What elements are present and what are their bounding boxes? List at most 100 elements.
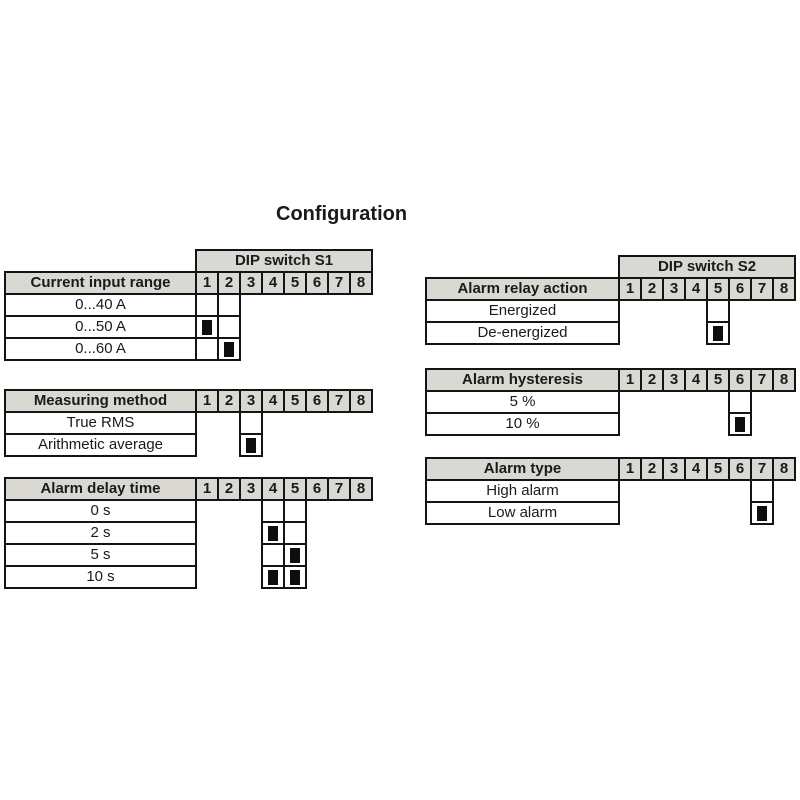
option-row: Low alarm [425,501,795,525]
switch-cell [261,521,285,545]
dip-column-number: 7 [750,368,774,392]
option-label: 0...60 A [4,337,197,361]
option-row: 2 s [4,521,372,545]
switch-cell [217,315,241,339]
dip-column-number: 4 [684,277,708,301]
switch-cell [195,293,219,317]
dip-column-number: 7 [750,277,774,301]
option-row: 10 s [4,565,372,589]
table-header: Alarm hysteresis [425,368,620,392]
switch-cell [261,499,285,523]
option-row: 10 % [425,412,795,436]
dip-column-number: 1 [618,277,642,301]
dip-column-number: 1 [195,477,219,501]
dip-column-number: 4 [684,368,708,392]
option-label: Arithmetic average [4,433,197,457]
dip-column-number: 4 [684,457,708,481]
switch-cell [283,543,307,567]
switch-cell [750,501,774,525]
dip-column-number: 2 [217,477,241,501]
column-header-row: Alarm relay action 1 2 3 4 5 6 7 8 [425,277,796,301]
switch-cell [728,412,752,436]
dip-column-number: 4 [261,271,285,295]
dip-column-number: 2 [217,271,241,295]
dip-column-number: 8 [349,389,373,413]
option-label: 10 s [4,565,197,589]
dip-switch-s2-header: DIP switch S2 [618,255,796,279]
dip-column-number: 8 [772,368,796,392]
switch-cell [283,565,307,589]
option-label: 0...50 A [4,315,197,339]
option-row: 0...40 A [4,293,372,317]
dip-column-number: 4 [261,389,285,413]
dip-column-number: 5 [706,277,730,301]
table-header: Alarm delay time [4,477,197,501]
option-row: 0 s [4,499,372,523]
dip-column-number: 3 [239,271,263,295]
dip-column-number: 5 [283,389,307,413]
switch-on-mark [202,319,212,335]
dip-column-number: 6 [728,457,752,481]
dip-column-number: 8 [772,457,796,481]
switch-cell [217,337,241,361]
dip-switch-s1-header: DIP switch S1 [195,249,373,273]
option-label: True RMS [4,411,197,435]
column-header-row: Alarm type 1 2 3 4 5 6 7 8 [425,457,796,481]
option-label: Low alarm [425,501,620,525]
switch-cell [261,543,285,567]
dip-column-number: 1 [618,457,642,481]
switch-cell [217,293,241,317]
option-row: High alarm [425,479,795,503]
table-alarm-relay-action: DIP switch S2 Alarm relay action 1 2 3 4… [425,255,796,345]
switch-on-mark [290,569,300,585]
option-row: 0...50 A [4,315,372,339]
option-row: True RMS [4,411,372,435]
dip-column-number: 4 [261,477,285,501]
dip-column-number: 1 [618,368,642,392]
option-row: Arithmetic average [4,433,372,457]
switch-cell [728,390,752,414]
table-header: Alarm type [425,457,620,481]
dip-column-number: 3 [239,389,263,413]
switch-on-mark [268,569,278,585]
dip-column-number: 3 [239,477,263,501]
dip-column-number: 2 [640,368,664,392]
switch-on-mark [757,505,767,521]
switch-cell [239,411,263,435]
switch-cell [261,565,285,589]
dip-column-number: 5 [706,457,730,481]
dip-column-number: 2 [217,389,241,413]
dip-column-number: 8 [349,271,373,295]
dip-column-number: 7 [327,271,351,295]
option-label: 10 % [425,412,620,436]
option-row: 0...60 A [4,337,372,361]
column-header-row: Current input range 1 2 3 4 5 6 7 8 [4,271,373,295]
dip-column-number: 5 [283,477,307,501]
option-label: High alarm [425,479,620,503]
column-header-row: Alarm hysteresis 1 2 3 4 5 6 7 8 [425,368,796,392]
dip-column-number: 3 [662,277,686,301]
option-label: Energized [425,299,620,323]
dip-column-number: 7 [327,477,351,501]
dip-header-row: DIP switch S1 [5,249,373,273]
dip-column-number: 5 [706,368,730,392]
table-header: Measuring method [4,389,197,413]
column-header-row: Measuring method 1 2 3 4 5 6 7 8 [4,389,373,413]
switch-cell [195,337,219,361]
dip-column-number: 7 [750,457,774,481]
dip-column-number: 6 [305,477,329,501]
table-alarm-delay-time: Alarm delay time 1 2 3 4 5 6 7 8 0 s 2 s… [4,477,373,589]
option-label: 0 s [4,499,197,523]
dip-column-number: 2 [640,457,664,481]
dip-column-number: 6 [728,277,752,301]
switch-on-mark [713,325,723,341]
dip-column-number: 8 [772,277,796,301]
switch-cell [283,499,307,523]
dip-column-number: 6 [305,271,329,295]
dip-column-number: 1 [195,389,219,413]
option-label: 5 s [4,543,197,567]
switch-cell [706,299,730,323]
switch-cell [195,315,219,339]
option-row: Energized [425,299,795,323]
switch-on-mark [735,416,745,432]
